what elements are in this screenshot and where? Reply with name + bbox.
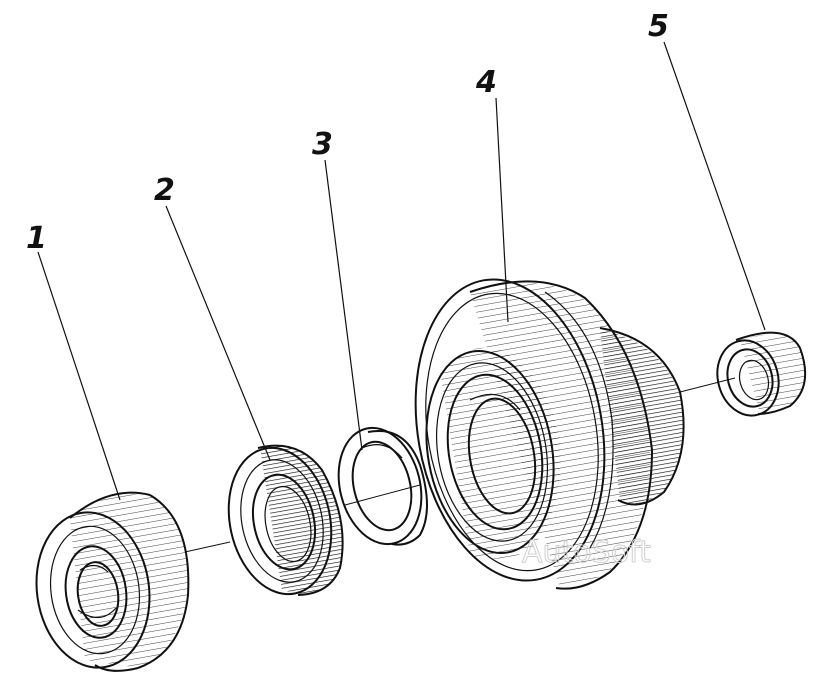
part-5-sleeve [716, 331, 807, 417]
callout-2: 2 [154, 173, 175, 208]
leader-line-5 [663, 41, 766, 331]
callout-1: 1 [26, 221, 47, 256]
callout-5: 5 [648, 9, 669, 44]
leader-line-1 [37, 251, 121, 501]
part-1-bearing [35, 491, 190, 672]
leader-lines [37, 41, 766, 501]
callout-4: 4 [475, 65, 497, 100]
leader-line-4 [495, 97, 509, 323]
leader-line-2 [165, 205, 271, 461]
callout-3: 3 [312, 127, 333, 162]
part-3-spacer-ring [337, 426, 428, 546]
watermark: AutoSoft [522, 535, 651, 570]
part-2-ring [227, 444, 344, 596]
part-4-housing [414, 278, 685, 590]
leader-line-3 [324, 159, 363, 451]
